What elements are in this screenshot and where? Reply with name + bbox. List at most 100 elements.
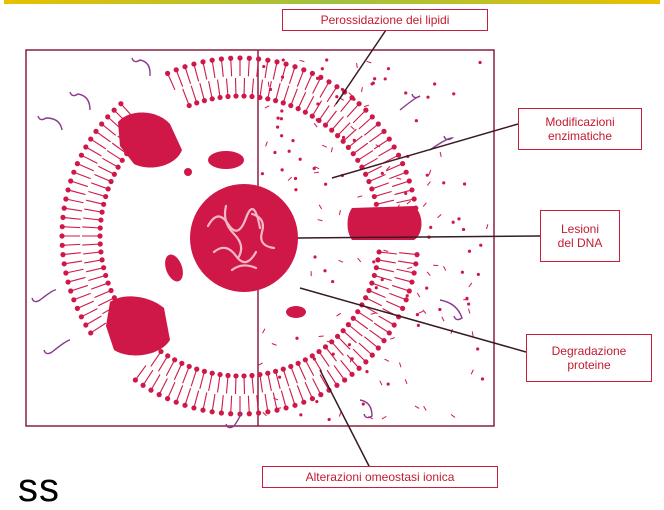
outer-lipid-tail [347, 355, 359, 368]
inner-lipid-tail [83, 252, 101, 254]
inner-lipid-head [351, 151, 356, 156]
inner-lipid-tail [348, 325, 362, 336]
debris-dot [416, 313, 419, 316]
inner-lipid-head [112, 172, 117, 177]
outer-lipid-tail [297, 70, 303, 87]
inner-lipid-tail [84, 209, 102, 212]
inner-lipid-head [296, 361, 301, 366]
outer-lipid-head [79, 153, 84, 158]
outer-lipid-tail [395, 277, 412, 282]
inner-lipid-head [187, 364, 192, 369]
debris-fragment [423, 203, 426, 207]
debris-dot [324, 183, 327, 186]
outer-lipid-tail [143, 370, 153, 385]
inner-lipid-tail [94, 174, 111, 181]
outer-lipid-head [376, 345, 381, 350]
debris-fragment [429, 170, 431, 175]
debris-dot [426, 174, 429, 177]
nucleus [190, 184, 298, 292]
inner-lipid-tail [325, 347, 336, 361]
outer-lipid-tail [320, 375, 329, 391]
debris-fragment [331, 147, 332, 152]
debris-dot [479, 244, 482, 247]
outer-lipid-tail [353, 110, 366, 123]
outer-lipid-head [409, 279, 414, 284]
outer-lipid-tail [96, 131, 111, 142]
outer-lipid-head [71, 297, 76, 302]
outer-lipid-head [63, 270, 68, 275]
inner-lipid-head [346, 322, 351, 327]
outer-lipid-head [219, 410, 224, 415]
debris-fragment [469, 309, 470, 314]
debris-dot [461, 271, 464, 274]
debris-dot [341, 88, 344, 91]
organelle-top [208, 151, 244, 169]
debris-dot [462, 228, 465, 231]
debris-fragment [396, 178, 401, 179]
outer-lipid-head [105, 114, 110, 119]
outer-lipid-tail [305, 73, 312, 89]
outer-lipid-tail [327, 87, 337, 102]
inner-lipid-head [329, 128, 334, 133]
inner-lipid-tail [107, 151, 122, 161]
outer-lipid-tail [327, 370, 337, 385]
debris-dot [313, 255, 316, 258]
inner-lipid-tail [235, 78, 236, 96]
inner-lipid-head [98, 241, 103, 246]
debris-fragment [351, 126, 355, 129]
outer-lipid-tail [203, 62, 207, 80]
debris-dot [331, 280, 334, 283]
outer-lipid-head [404, 170, 409, 175]
inner-lipid-tail [353, 318, 368, 329]
inner-lipid-head [225, 94, 230, 99]
outer-lipid-head [381, 129, 386, 134]
inner-lipid-head [296, 106, 301, 111]
outer-lipid-head [409, 187, 414, 192]
debris-fragment [380, 381, 382, 386]
outer-lipid-head [165, 396, 170, 401]
inner-lipid-head [288, 364, 293, 369]
debris-dot [417, 324, 420, 327]
outer-lipid-tail [176, 70, 182, 87]
outer-lipid-head [63, 196, 68, 201]
outer-lipid-tail [77, 301, 93, 308]
outer-lipid-head [148, 388, 153, 393]
outer-lipid-tail [74, 172, 91, 178]
outer-lipid-head [210, 58, 215, 63]
inner-lipid-head [108, 288, 113, 293]
outer-lipid-head [219, 56, 224, 61]
inner-lipid-tail [91, 283, 108, 289]
inner-lipid-head [249, 373, 254, 378]
leader-enzymatic-mods [332, 124, 518, 178]
outer-lipid-head [274, 59, 279, 64]
outer-lipid-head [182, 64, 187, 69]
debris-fragment [314, 172, 319, 173]
debris-dot [384, 77, 387, 80]
glycan-chain [132, 58, 150, 76]
debris-fragment [263, 329, 265, 333]
inner-lipid-head [217, 95, 222, 100]
inner-lipid-head [376, 249, 381, 254]
outer-lipid-tail [398, 261, 416, 264]
debris-dot [273, 151, 276, 154]
outer-lipid-tail [91, 139, 106, 149]
outer-lipid-tail [353, 349, 366, 362]
outer-lipid-head [60, 252, 65, 257]
outer-lipid-head [265, 409, 270, 414]
inner-lipid-head [372, 194, 377, 199]
debris-fragment [427, 272, 430, 276]
outer-lipid-head [412, 270, 417, 275]
outer-lipid-head [334, 84, 339, 89]
debris-fragment [322, 145, 327, 147]
outer-lipid-head [83, 322, 88, 327]
inner-lipid-tail [82, 244, 100, 245]
outer-lipid-head [301, 400, 306, 405]
debris-dot [481, 377, 484, 380]
debris-fragment [471, 370, 473, 375]
debris-dot [299, 413, 302, 416]
outer-lipid-tail [395, 190, 412, 195]
outer-lipid-tail [203, 393, 207, 411]
outer-lipid-tail [379, 147, 395, 156]
inner-lipid-tail [305, 360, 313, 376]
outer-lipid-tail [369, 330, 384, 341]
